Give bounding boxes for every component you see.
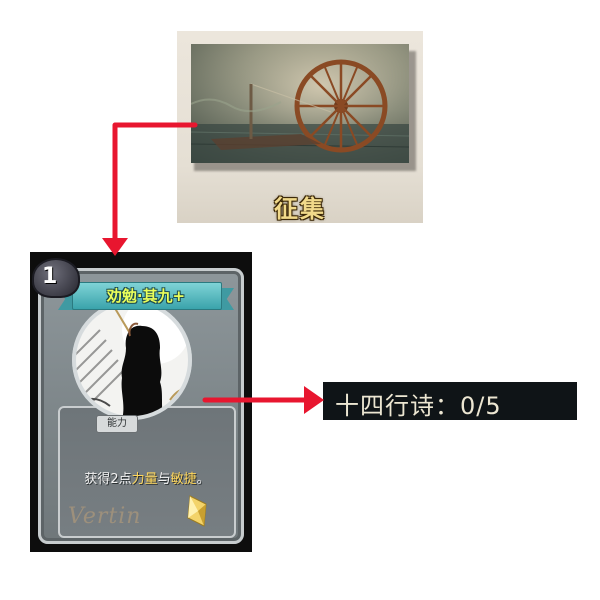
keyword-strength[interactable]: 力量 xyxy=(131,472,158,487)
desc-suffix: 。 xyxy=(196,472,210,487)
wheel-icon xyxy=(294,59,388,153)
card-type-label: 能力 xyxy=(96,415,138,433)
crystal-icon xyxy=(184,494,212,532)
silhouette-icon xyxy=(121,325,164,418)
card-description-box: 获得2点力量与敏捷。 Vertin xyxy=(58,406,236,538)
sonnet-counter-label: 十四行诗：0/5 xyxy=(335,392,502,420)
sonnet-counter: 十四行诗：0/5 xyxy=(323,382,577,420)
card-description: 获得2点力量与敏捷。 xyxy=(60,468,234,487)
desc-prefix: 获得2点 xyxy=(84,472,132,487)
desc-mid: 与 xyxy=(157,472,171,487)
card-name: 劝勉·其九+ xyxy=(106,287,186,305)
collection-panel[interactable]: 征集 xyxy=(177,31,423,223)
card-portrait xyxy=(60,300,204,420)
collection-title: 征集 xyxy=(274,194,326,223)
keyword-agility[interactable]: 敏捷 xyxy=(170,472,197,487)
banner-band xyxy=(72,282,222,310)
card-cost: 1 xyxy=(42,264,58,289)
card-cost-badge: 1 xyxy=(32,258,80,298)
card-name-banner: 劝勉·其九+ xyxy=(58,282,234,310)
spinning-wheel-painting xyxy=(191,44,409,163)
artist-signature: Vertin xyxy=(68,504,142,529)
arrow-head-right xyxy=(304,386,324,414)
